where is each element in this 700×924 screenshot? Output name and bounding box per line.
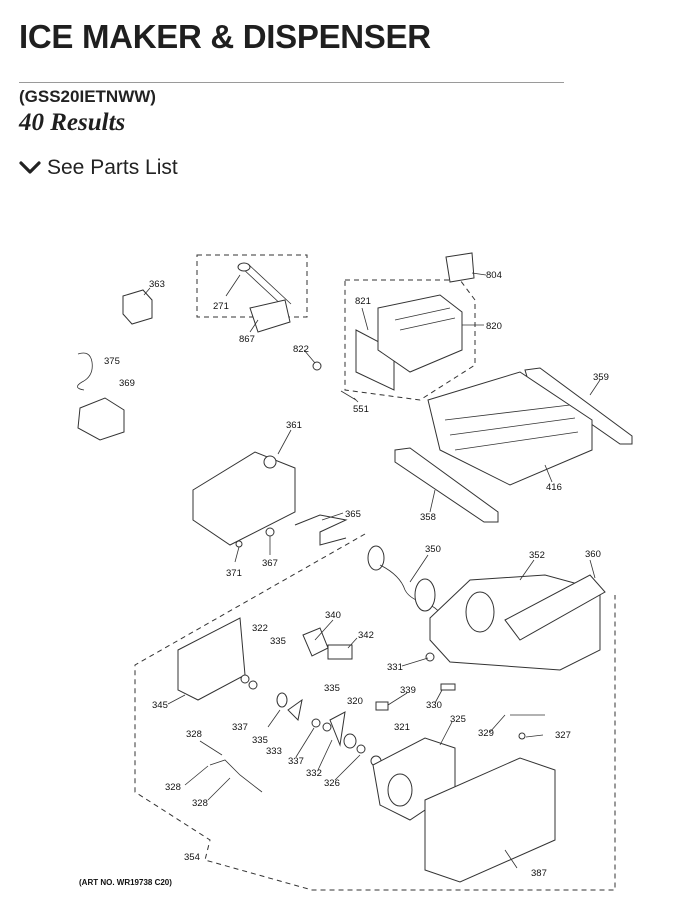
callout-416: 416 xyxy=(546,482,562,493)
callout-363: 363 xyxy=(149,279,165,290)
part-group-outline-354 xyxy=(134,533,616,891)
part-335-a xyxy=(248,680,258,690)
see-parts-list-label: See Parts List xyxy=(47,156,178,179)
exploded-parts-diagram: 804 363 271 821 820 867 822 375 369 551 … xyxy=(77,252,633,891)
part-340 xyxy=(302,627,329,657)
callout-337-b: 337 xyxy=(288,756,304,767)
callout-375: 375 xyxy=(104,356,120,367)
part-363 xyxy=(122,289,153,325)
callout-322: 322 xyxy=(252,623,268,634)
callout-365: 365 xyxy=(345,509,361,520)
callout-339: 339 xyxy=(400,685,416,696)
part-360 xyxy=(504,574,606,641)
callout-345: 345 xyxy=(152,700,168,711)
part-375 xyxy=(77,352,93,391)
part-358 xyxy=(394,447,499,523)
callout-804: 804 xyxy=(486,270,502,281)
callout-335-c: 335 xyxy=(252,735,268,746)
callout-820: 820 xyxy=(486,321,502,332)
part-333 xyxy=(276,692,288,708)
part-367 xyxy=(265,527,275,537)
see-parts-list-toggle[interactable]: See Parts List xyxy=(19,156,178,180)
part-361 xyxy=(192,451,296,546)
callout-329: 329 xyxy=(478,728,494,739)
part-331 xyxy=(425,652,435,662)
callout-821: 821 xyxy=(355,296,371,307)
page-title: ICE MAKER & DISPENSER xyxy=(19,18,431,55)
part-867 xyxy=(249,299,291,333)
part-group-outline-820 xyxy=(344,279,476,401)
part-322 xyxy=(240,674,250,684)
part-330 xyxy=(440,683,456,691)
leader-lines xyxy=(143,272,601,869)
part-337-a xyxy=(311,718,321,728)
part-328 xyxy=(209,759,263,793)
results-count: 40 Results xyxy=(19,109,126,136)
callout-327: 327 xyxy=(555,730,571,741)
callout-331: 331 xyxy=(387,662,403,673)
callout-337-a: 337 xyxy=(232,722,248,733)
callout-333: 333 xyxy=(266,746,282,757)
part-350 xyxy=(367,545,446,621)
part-group-outline-271 xyxy=(196,254,308,318)
part-416 xyxy=(427,371,593,486)
callout-332: 332 xyxy=(306,768,322,779)
part-804 xyxy=(445,252,475,283)
callout-369: 369 xyxy=(119,378,135,389)
chevron-down-icon xyxy=(19,161,41,174)
part-327 xyxy=(518,732,526,740)
callout-328-a: 328 xyxy=(186,729,202,740)
callout-387: 387 xyxy=(531,868,547,879)
divider xyxy=(19,82,564,83)
part-332 xyxy=(329,711,346,747)
part-369 xyxy=(77,397,125,441)
callout-352: 352 xyxy=(529,550,545,561)
part-371 xyxy=(235,540,243,548)
callout-359: 359 xyxy=(593,372,609,383)
callout-367: 367 xyxy=(262,558,278,569)
callout-321: 321 xyxy=(394,722,410,733)
art-number: (ART NO. WR19738 C20) xyxy=(79,878,172,887)
model-number: (GSS20IETNWW) xyxy=(19,87,156,106)
callout-328-b: 328 xyxy=(165,782,181,793)
part-342 xyxy=(327,644,353,660)
callout-340: 340 xyxy=(325,610,341,621)
callout-320: 320 xyxy=(347,696,363,707)
callout-342: 342 xyxy=(358,630,374,641)
callout-354: 354 xyxy=(184,852,200,863)
callout-360: 360 xyxy=(585,549,601,560)
callout-271: 271 xyxy=(213,301,229,312)
callout-335-b: 335 xyxy=(324,683,340,694)
callout-358: 358 xyxy=(420,512,436,523)
callout-371: 371 xyxy=(226,568,242,579)
callout-551: 551 xyxy=(353,404,369,415)
callout-361: 361 xyxy=(286,420,302,431)
callout-325: 325 xyxy=(450,714,466,725)
part-820 xyxy=(377,294,463,373)
part-387 xyxy=(424,757,556,883)
part-822 xyxy=(312,361,322,371)
part-326 xyxy=(356,744,366,754)
callout-822: 822 xyxy=(293,344,309,355)
callout-330: 330 xyxy=(426,700,442,711)
callout-335-a: 335 xyxy=(270,636,286,647)
part-320 xyxy=(343,733,357,749)
part-365 xyxy=(294,514,348,546)
part-345 xyxy=(177,617,246,701)
part-335-b xyxy=(287,698,303,722)
callout-867: 867 xyxy=(239,334,255,345)
part-335-c xyxy=(322,722,332,732)
callout-326: 326 xyxy=(324,778,340,789)
part-339 xyxy=(375,701,389,711)
part-551 xyxy=(340,390,357,401)
callout-350: 350 xyxy=(425,544,441,555)
callout-labels: 804 363 271 821 820 867 822 375 369 551 … xyxy=(104,270,609,879)
callout-328-c: 328 xyxy=(192,798,208,809)
